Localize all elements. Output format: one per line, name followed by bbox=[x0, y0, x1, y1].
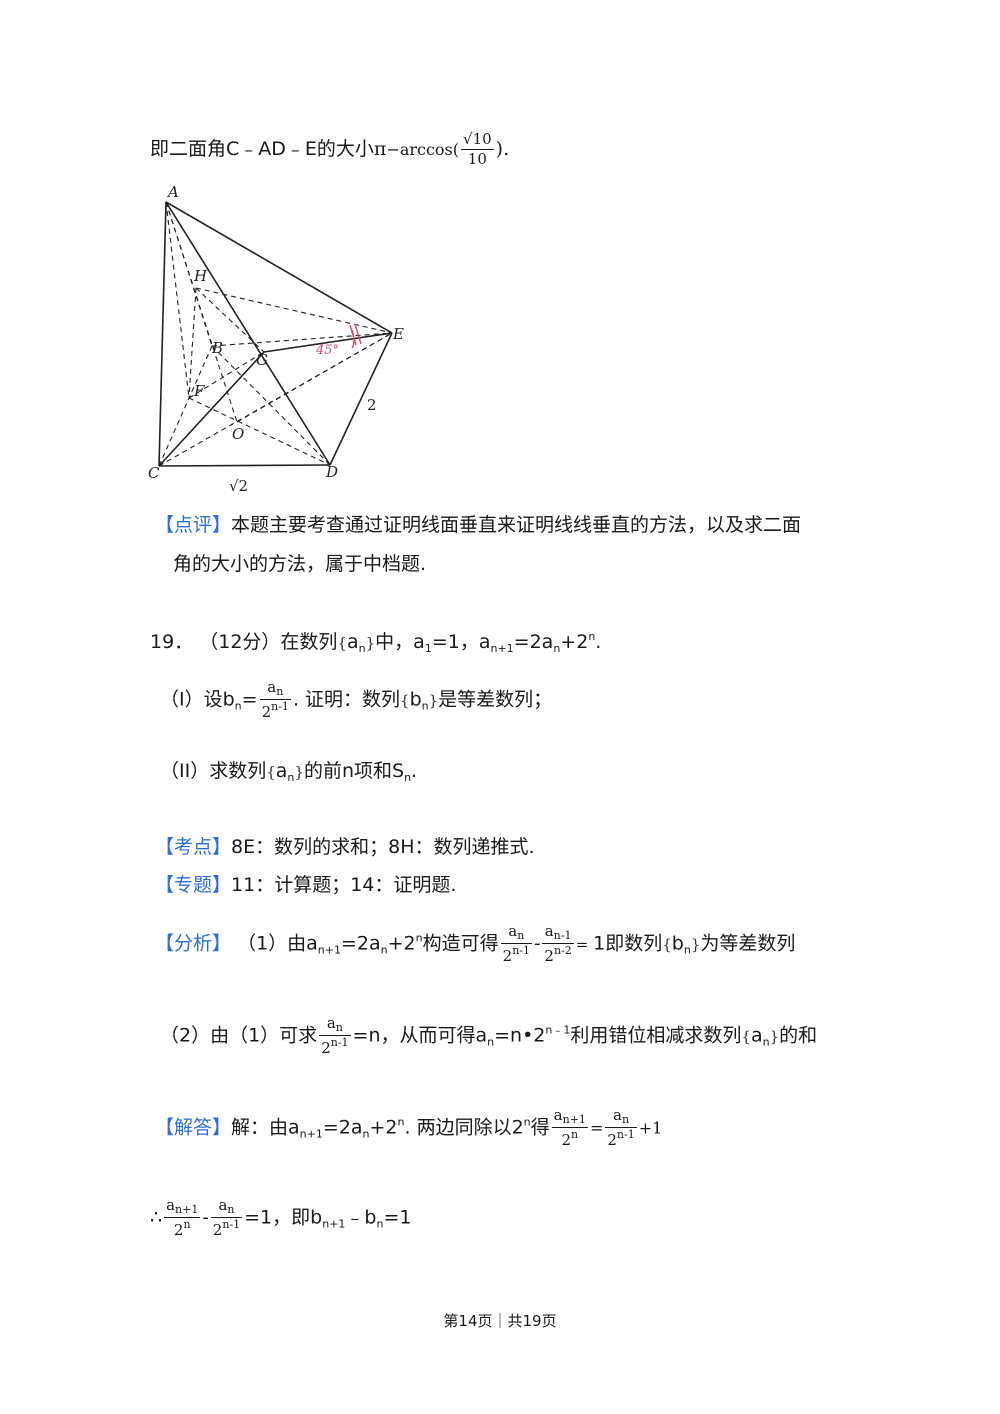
vertex-label-B: B bbox=[211, 339, 223, 357]
vertex-label-H: H bbox=[193, 267, 208, 285]
edge-AD bbox=[165, 201, 331, 466]
comment-line1: 【点评】本题主要考查通过证明线面垂直来证明线线垂直的方法，以及求二面 bbox=[155, 514, 802, 536]
edge-HF bbox=[188, 287, 197, 399]
comment-tag: 【点评】 bbox=[155, 514, 232, 536]
vertex-label-O: O bbox=[232, 425, 244, 443]
pi-symbol: π bbox=[373, 138, 387, 161]
edge-CG bbox=[158, 351, 265, 467]
comment-line2: 角的大小的方法，属于中档题. bbox=[173, 553, 427, 575]
kaodian-line: 【考点】8E：数列的求和；8H：数列递推式. bbox=[155, 836, 535, 858]
therefore-symbol: ∴ bbox=[150, 1206, 163, 1229]
vertex-label-F: F bbox=[193, 382, 205, 400]
angle-marker bbox=[349, 323, 362, 349]
edge-CD bbox=[158, 464, 331, 467]
problem-statement: 19． （12分）在数列{an}中，a1=1，an+1=2an+2n. bbox=[150, 630, 602, 655]
edge-FD bbox=[188, 397, 331, 466]
edge-FG bbox=[188, 351, 265, 399]
edge-HE bbox=[195, 287, 393, 334]
edge-AC bbox=[158, 201, 167, 467]
close-paren: ). bbox=[495, 138, 510, 161]
edge-BD bbox=[211, 345, 331, 466]
edge-HG bbox=[195, 287, 265, 353]
vertex-label-A: A bbox=[166, 183, 179, 201]
page-footer: 第14页｜共19页 bbox=[443, 1312, 557, 1330]
edge-AE bbox=[165, 201, 393, 334]
geometry-figure: 45° A H B G E F O C D 2 √2 bbox=[148, 183, 404, 495]
edge-DE bbox=[329, 332, 393, 466]
edge-GE bbox=[263, 332, 393, 353]
edge-BC bbox=[158, 345, 213, 467]
edge-AF bbox=[165, 201, 190, 399]
zhuanti-tag: 【专题】 bbox=[155, 874, 232, 896]
part2-statement: （II）求数列{an}的前n项和Sn. bbox=[160, 760, 418, 784]
angle-label: 45° bbox=[315, 343, 339, 358]
kaodian-tag: 【考点】 bbox=[155, 836, 232, 858]
edge-length-ED: 2 bbox=[367, 396, 377, 414]
vertex-label-D: D bbox=[325, 463, 338, 481]
edge-BE bbox=[211, 332, 393, 347]
intro-text: 即二面角C﹣AD﹣E的大小 bbox=[150, 138, 374, 161]
vertex-label-C: C bbox=[148, 464, 160, 482]
vertex-label-E: E bbox=[392, 325, 404, 343]
edge-AO bbox=[165, 201, 238, 423]
problem-number: 19． bbox=[150, 631, 194, 653]
fenxi-tag: 【分析】 bbox=[155, 932, 232, 955]
edge-OE bbox=[236, 332, 393, 423]
vertex-label-G: G bbox=[256, 351, 268, 369]
edge-length-CD: √2 bbox=[229, 477, 248, 495]
zhuanti-line: 【专题】11：计算题；14：证明题. bbox=[155, 874, 457, 896]
arccos-text: −arccos( bbox=[386, 140, 460, 160]
jieda-tag: 【解答】 bbox=[155, 1116, 232, 1139]
